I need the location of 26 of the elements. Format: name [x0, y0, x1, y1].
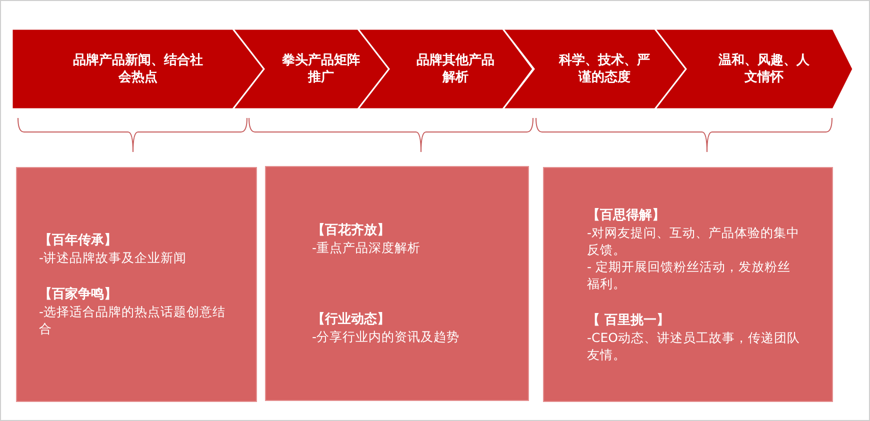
description-text: -分享行业内的资讯及趋势: [312, 328, 461, 345]
step-title: 科学、技术、严谨的态度: [558, 52, 651, 86]
chevron-step: [233, 29, 389, 109]
section-heading: 【行业动态】: [312, 311, 391, 328]
step-title: 拳头产品矩阵推广: [281, 52, 361, 86]
step-title: 温和、风趣、人文情怀: [718, 52, 810, 86]
description-text: - 定期开展回馈粉丝活动，发放粉丝福利。: [587, 258, 792, 292]
chevron-step: [358, 29, 533, 109]
chevron-step: [503, 29, 686, 109]
description-text: -选择适合品牌的热点话题创意结合: [39, 303, 227, 337]
description-text: -讲述品牌故事及企业新闻: [39, 249, 188, 266]
step-title: 品牌产品新闻、结合社会热点: [73, 52, 203, 86]
section-heading: 【 百里挑一】: [587, 312, 671, 328]
description-text: -CEO动态、讲述员工故事，传递团队友情。: [587, 328, 801, 362]
description-text: -重点产品深度解析: [312, 239, 422, 256]
description-text: -对网友提问、互动、产品体验的集中反馈。: [587, 224, 801, 258]
section-heading: 【百年传承】: [39, 232, 118, 249]
chevron-step: [12, 29, 264, 109]
section-heading: 【百思得解】: [587, 206, 666, 224]
section-heading: 【百花齐放】: [312, 222, 391, 239]
content-panel: [265, 166, 529, 401]
chevron-step: [655, 29, 853, 109]
section-heading: 【百家争鸣】: [39, 286, 118, 303]
content-panel: [16, 167, 257, 402]
step-title: 品牌其他产品解析: [416, 52, 496, 86]
content-panel: [543, 167, 833, 402]
